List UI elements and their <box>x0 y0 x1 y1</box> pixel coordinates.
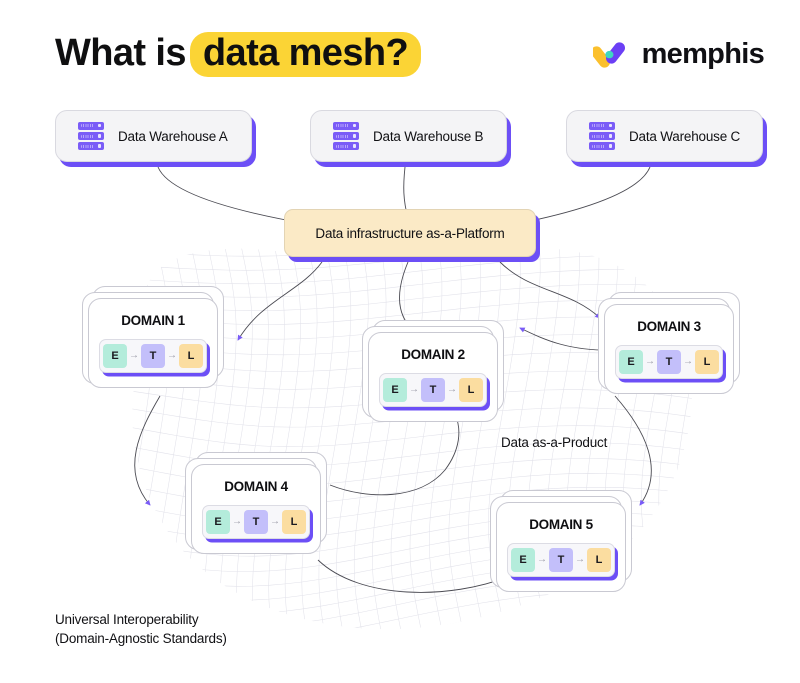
domain-title: DOMAIN 2 <box>401 347 465 362</box>
domain-title: DOMAIN 3 <box>637 319 701 334</box>
platform-label: Data infrastructure as-a-Platform <box>315 225 505 241</box>
domain-card-front: DOMAIN 5 E → T → L <box>496 502 626 592</box>
etl-chip-extract: E <box>383 378 407 402</box>
server-icon <box>589 122 615 150</box>
etl-arrow-icon: → <box>232 516 242 527</box>
etl-arrow-icon: → <box>447 384 457 395</box>
domain-card-5[interactable]: DOMAIN 5 E → T → L <box>490 490 632 592</box>
etl-chip-transform: T <box>421 378 445 402</box>
domain-card-front: DOMAIN 2 E → T → L <box>368 332 498 422</box>
domain-card-front: DOMAIN 4 E → T → L <box>191 464 321 554</box>
data-warehouse-card-c[interactable]: Data Warehouse C <box>566 110 763 162</box>
etl-chip-extract: E <box>206 510 230 534</box>
universal-interoperability-label: Universal Interoperability (Domain-Agnos… <box>55 610 227 648</box>
data-warehouse-label: Data Warehouse C <box>629 128 741 144</box>
interop-line-1: Universal Interoperability <box>55 612 199 627</box>
data-as-a-product-label: Data as-a-Product <box>501 435 608 450</box>
domain-card-front: DOMAIN 3 E → T → L <box>604 304 734 394</box>
etl-pipeline: E → T → L <box>615 345 723 379</box>
domain-card-1[interactable]: DOMAIN 1 E → T → L <box>82 286 224 388</box>
memphis-logo-text: memphis <box>641 38 765 70</box>
memphis-logo[interactable]: memphis <box>590 38 765 71</box>
etl-arrow-icon: → <box>129 350 139 361</box>
etl-arrow-icon: → <box>645 356 655 367</box>
etl-arrow-icon: → <box>167 350 177 361</box>
domain-card-4[interactable]: DOMAIN 4 E → T → L <box>185 452 327 554</box>
server-icon <box>78 122 104 150</box>
etl-chip-transform: T <box>244 510 268 534</box>
title-highlight: data mesh? <box>189 32 422 77</box>
domain-title: DOMAIN 5 <box>529 517 593 532</box>
etl-pipeline: E → T → L <box>99 339 207 373</box>
title-plain: What is <box>55 32 187 74</box>
etl-arrow-icon: → <box>537 554 547 565</box>
etl-chip-load: L <box>695 350 719 374</box>
etl-chip-extract: E <box>619 350 643 374</box>
etl-arrow-icon: → <box>270 516 280 527</box>
etl-chip-transform: T <box>657 350 681 374</box>
etl-chip-load: L <box>459 378 483 402</box>
domain-card-2[interactable]: DOMAIN 2 E → T → L <box>362 320 504 422</box>
etl-chip-load: L <box>282 510 306 534</box>
etl-arrow-icon: → <box>409 384 419 395</box>
etl-arrow-icon: → <box>575 554 585 565</box>
domain-title: DOMAIN 4 <box>224 479 288 494</box>
domain-card-3[interactable]: DOMAIN 3 E → T → L <box>598 292 740 394</box>
interop-line-2: (Domain-Agnostic Standards) <box>55 631 227 646</box>
data-infrastructure-platform-box[interactable]: Data infrastructure as-a-Platform <box>284 209 536 257</box>
etl-arrow-icon: → <box>683 356 693 367</box>
etl-pipeline: E → T → L <box>507 543 615 577</box>
server-icon <box>333 122 359 150</box>
etl-pipeline: E → T → L <box>379 373 487 407</box>
data-warehouse-card-a[interactable]: Data Warehouse A <box>55 110 252 162</box>
etl-chip-extract: E <box>511 548 535 572</box>
domain-title: DOMAIN 1 <box>121 313 185 328</box>
etl-chip-load: L <box>587 548 611 572</box>
memphis-logo-mark-icon <box>590 39 633 71</box>
data-warehouse-card-b[interactable]: Data Warehouse B <box>310 110 507 162</box>
etl-pipeline: E → T → L <box>202 505 310 539</box>
etl-chip-load: L <box>179 344 203 368</box>
data-warehouse-label: Data Warehouse A <box>118 128 228 144</box>
etl-chip-extract: E <box>103 344 127 368</box>
etl-chip-transform: T <box>549 548 573 572</box>
data-warehouse-label: Data Warehouse B <box>373 128 484 144</box>
domain-card-front: DOMAIN 1 E → T → L <box>88 298 218 388</box>
etl-chip-transform: T <box>141 344 165 368</box>
